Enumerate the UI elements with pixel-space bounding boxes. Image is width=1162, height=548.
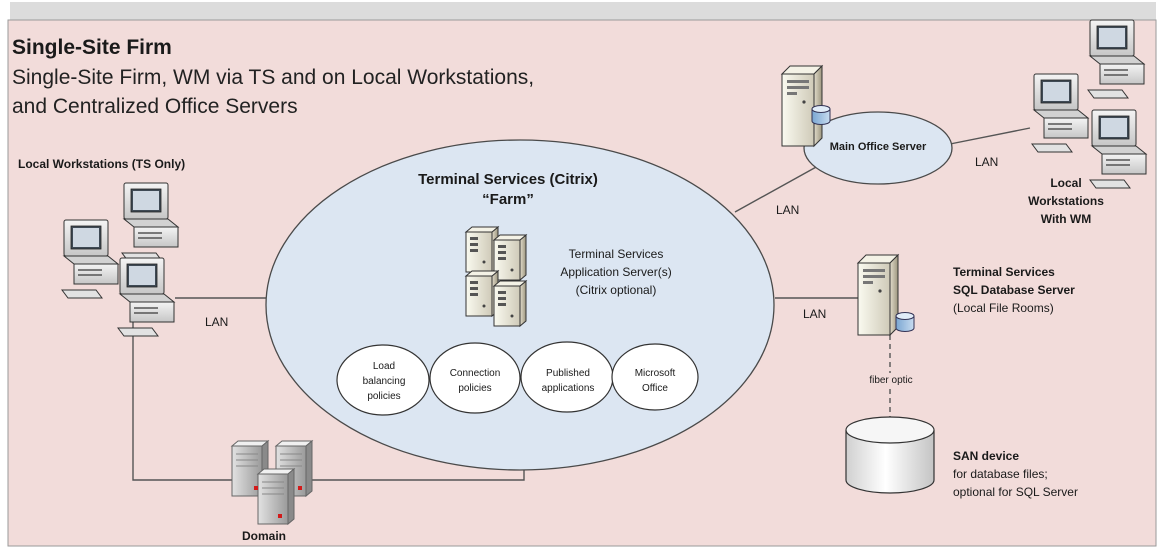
- domain-link: [132, 300, 525, 481]
- san-device-icon: [845, 416, 935, 494]
- policy-load-line2: balancing: [363, 376, 406, 387]
- policy-circles: [336, 341, 699, 416]
- policy-circle-microsoft-office: [611, 343, 699, 411]
- label-domain: Domain: [242, 529, 286, 543]
- page-subtitle-line2: and Centralized Office Servers: [12, 95, 298, 118]
- connection-lines: [132, 127, 1031, 481]
- lan-label-wm: LAN: [975, 155, 998, 169]
- label-wm-workstations-2: Workstations: [1028, 194, 1104, 208]
- label-local-workstations-ts: Local Workstations (TS Only): [18, 157, 185, 171]
- farm-title: Terminal Services (Citrix): [418, 171, 598, 188]
- policy-circle-connection: [429, 342, 521, 414]
- label-sql-note: (Local File Rooms): [953, 301, 1054, 315]
- label-san-desc-1: for database files;: [953, 467, 1048, 481]
- lan-link-main-office: [734, 165, 819, 213]
- app-server-label-3: (Citrix optional): [576, 283, 657, 297]
- label-sql-server-2: SQL Database Server: [953, 283, 1075, 297]
- label-sql-server-1: Terminal Services: [953, 265, 1055, 279]
- policy-office-line1: Microsoft: [635, 368, 676, 379]
- label-san-title: SAN device: [953, 449, 1019, 463]
- domain-servers-icon: [231, 440, 313, 525]
- application-servers-icon: [465, 226, 527, 327]
- main-office-ellipse: [803, 111, 953, 185]
- fiber-optic-label: fiber optic: [869, 375, 912, 386]
- page-subtitle-line1: Single-Site Firm, WM via TS and on Local…: [12, 66, 535, 89]
- policy-load-line3: policies: [367, 391, 400, 402]
- label-wm-workstations-1: Local: [1050, 176, 1081, 190]
- fiber-label-bg: [868, 373, 914, 386]
- app-server-label-1: Terminal Services: [569, 247, 664, 261]
- policy-office-line2: Office: [642, 383, 668, 394]
- farm-subtitle: “Farm”: [482, 191, 534, 208]
- app-server-label-2: Application Server(s): [560, 265, 671, 279]
- policy-connection-line2: policies: [458, 383, 491, 394]
- policy-load-line1: Load: [373, 361, 395, 372]
- lan-label-main-office: LAN: [776, 203, 799, 217]
- top-bar: [10, 2, 1156, 20]
- page-title: Single-Site Firm: [12, 36, 172, 59]
- policy-circle-load-balancing: [336, 344, 430, 416]
- label-wm-workstations-3: With WM: [1041, 212, 1092, 226]
- label-main-office-server: Main Office Server: [830, 141, 927, 153]
- lan-label-sql: LAN: [803, 307, 826, 321]
- lan-label-workstations: LAN: [205, 315, 228, 329]
- lan-link-workstations-wm: [944, 127, 1031, 146]
- policy-connection-line1: Connection: [450, 368, 501, 379]
- label-san-desc-2: optional for SQL Server: [953, 485, 1078, 499]
- policy-published-line2: applications: [542, 383, 595, 394]
- policy-published-line1: Published: [546, 368, 590, 379]
